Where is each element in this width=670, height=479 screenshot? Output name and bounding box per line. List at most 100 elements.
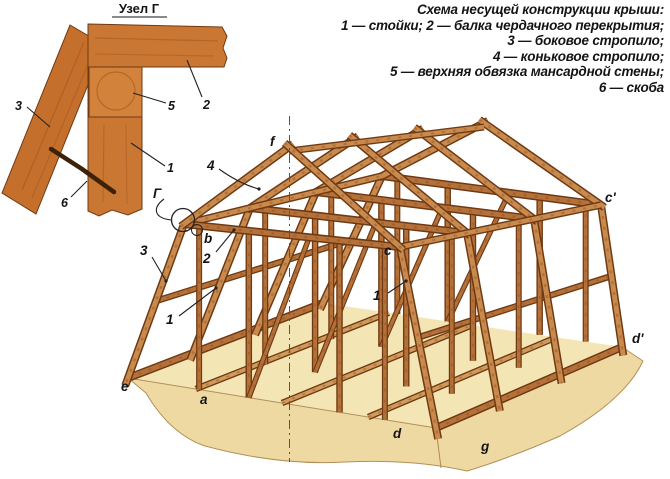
label-side-rafter-3: 3 [140,243,148,258]
leader-post-right [387,280,407,294]
node-b-circle [191,224,203,236]
wood-member [125,124,128,205]
wood-member [447,192,510,322]
wood-member [246,135,359,212]
wood-member [254,191,318,336]
wood-member [283,142,405,251]
wood-member [413,126,539,223]
point-label-c-prime: c' [605,190,617,205]
legend-line-5: 6 — скоба [598,79,664,95]
legend-line-3: 4 — коньковое стропило; [492,48,664,64]
detail-title: Узел Г [119,1,160,16]
joint-detail-drawing [1,23,228,217]
wood-member [367,336,557,418]
leader-detail-plate [132,92,167,104]
point-label-a: a [200,392,208,407]
leader-ridge-rafter [218,168,260,190]
detail-label-side-rafter: 3 [15,99,22,113]
detail-label-attic-beam: 2 [202,98,210,112]
label-ridge-rafter-4: 4 [206,158,215,173]
wood-member [247,236,311,399]
wood-member [281,323,474,405]
wood-member [435,344,623,431]
leader-attic-beam [215,229,235,253]
point-label-d: d [393,426,402,441]
label-attic-beam-2: 2 [202,251,211,266]
wood-member [195,310,390,391]
wood-member [127,300,324,381]
wood-member [183,173,383,227]
detail-label-staple: 6 [61,196,69,210]
wood-member [367,335,557,419]
leader-dot [257,187,261,191]
leader-post-front [178,287,217,317]
wood-member [281,324,473,404]
legend-line-4: 5 — верхняя обвязка мансардной стены; [389,64,664,79]
leader-detail-staple [70,180,88,198]
leader-dot [164,279,168,283]
wood-member [598,204,626,356]
detail-label-top-plate: 5 [168,99,176,113]
legend-title: Схема несущей конструкции крыши: [416,2,664,17]
leader-dot [232,228,236,232]
wood-member [124,223,186,387]
point-label-g: g [480,439,490,454]
leader-dot [404,279,408,283]
leader-dot [214,286,218,290]
wood-member [314,222,377,373]
wood-member [94,53,215,57]
legend: Схема несущей конструкции крыши: 1 — сто… [341,2,664,95]
leader-detail-post [130,142,166,167]
wood-member [399,202,602,250]
wood-member [435,345,623,430]
wood-member [183,174,383,226]
point-label-e: e [121,379,129,394]
wood-member [282,141,406,252]
wood-member [94,37,219,42]
label-post-front-1: 1 [166,312,174,327]
label-node-g: Г [153,186,162,201]
wood-member [412,125,539,224]
point-label-f: f [270,134,276,149]
leader-detail-rafter [26,106,51,128]
wood-member [183,221,401,250]
wood-member [313,221,378,373]
wood-member [180,143,294,228]
wood-member [347,133,472,238]
wood-member [531,218,565,384]
wood-member [477,117,606,210]
wood-member [155,238,353,302]
wood-member [348,134,472,237]
point-label-d-prime: d' [632,331,644,346]
legend-line-1: 1 — стойки; 2 — балка чердачного перекры… [341,17,664,33]
roof-frame [121,116,628,440]
wood-member [31,49,95,199]
leader-node-g [155,198,172,221]
annotations: Узел Г 3 5 2 1 6 [15,1,644,462]
wood-member [245,134,360,213]
detail-attic-beam [87,23,228,68]
leader-detail-beam [186,59,203,98]
point-label-c: c [384,243,392,258]
leader-side-rafter [151,256,167,282]
node-g-circle [170,207,196,233]
wood-member [464,232,503,412]
wood-member [122,223,187,387]
slab-torn-face [127,346,644,472]
wood-member [315,189,535,222]
wood-member [195,311,390,390]
point-label-b: b [204,231,212,246]
wood-member [465,232,501,412]
detail-label-post: 1 [167,161,174,175]
label-post-right-1: 1 [373,288,381,303]
detail-staple [48,146,117,195]
wood-member [155,237,354,303]
wood-member [249,205,468,236]
detail-end-grain [96,71,136,111]
wood-member [288,124,485,154]
wood-member [399,203,602,249]
wood-member [21,41,85,191]
wood-member [102,124,105,203]
